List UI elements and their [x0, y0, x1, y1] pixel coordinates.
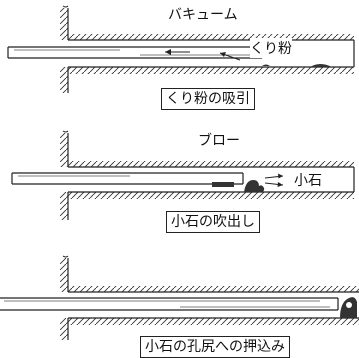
- dust-arrow: [219, 52, 241, 61]
- rock-face-left-lower: [60, 318, 69, 340]
- rock-below-hole: [68, 191, 354, 199]
- suction-arrow: [165, 49, 190, 55]
- blow-arrows: [264, 173, 284, 187]
- rock-face-left-upper: [60, 130, 69, 167]
- panel-1-caption: くり粉の吸引: [161, 88, 255, 110]
- panel-1-label: くり粉: [250, 38, 292, 58]
- panel-2-caption: 小石の吹出し: [166, 211, 260, 233]
- panel-2-title: ブロー: [198, 133, 240, 149]
- rock-face-left-upper: [60, 5, 69, 40]
- rock-above-hole: [68, 286, 359, 293]
- dust-in-pipe: [212, 182, 234, 187]
- rock-face-left-lower: [60, 67, 69, 93]
- dust-particles: [262, 64, 332, 67]
- rock-below-hole: [68, 317, 359, 325]
- rock-above-hole: [68, 34, 354, 41]
- pipe: [11, 172, 244, 185]
- pipe: [0, 297, 339, 311]
- pebbles: [244, 180, 265, 192]
- rock-face-left-lower: [60, 192, 69, 220]
- rock-below-hole: [68, 66, 354, 74]
- rock-face-left-upper: [60, 255, 69, 292]
- panel-blow: [11, 130, 355, 220]
- panel-3-caption: 小石の孔尻への押込み: [140, 336, 290, 358]
- pebbles-at-hole-bottom: [340, 297, 357, 318]
- panel-1-title: バキューム: [168, 7, 238, 23]
- rock-above-hole: [68, 161, 354, 168]
- panel-2-label: 小石: [294, 173, 322, 189]
- panel-push: [0, 255, 359, 340]
